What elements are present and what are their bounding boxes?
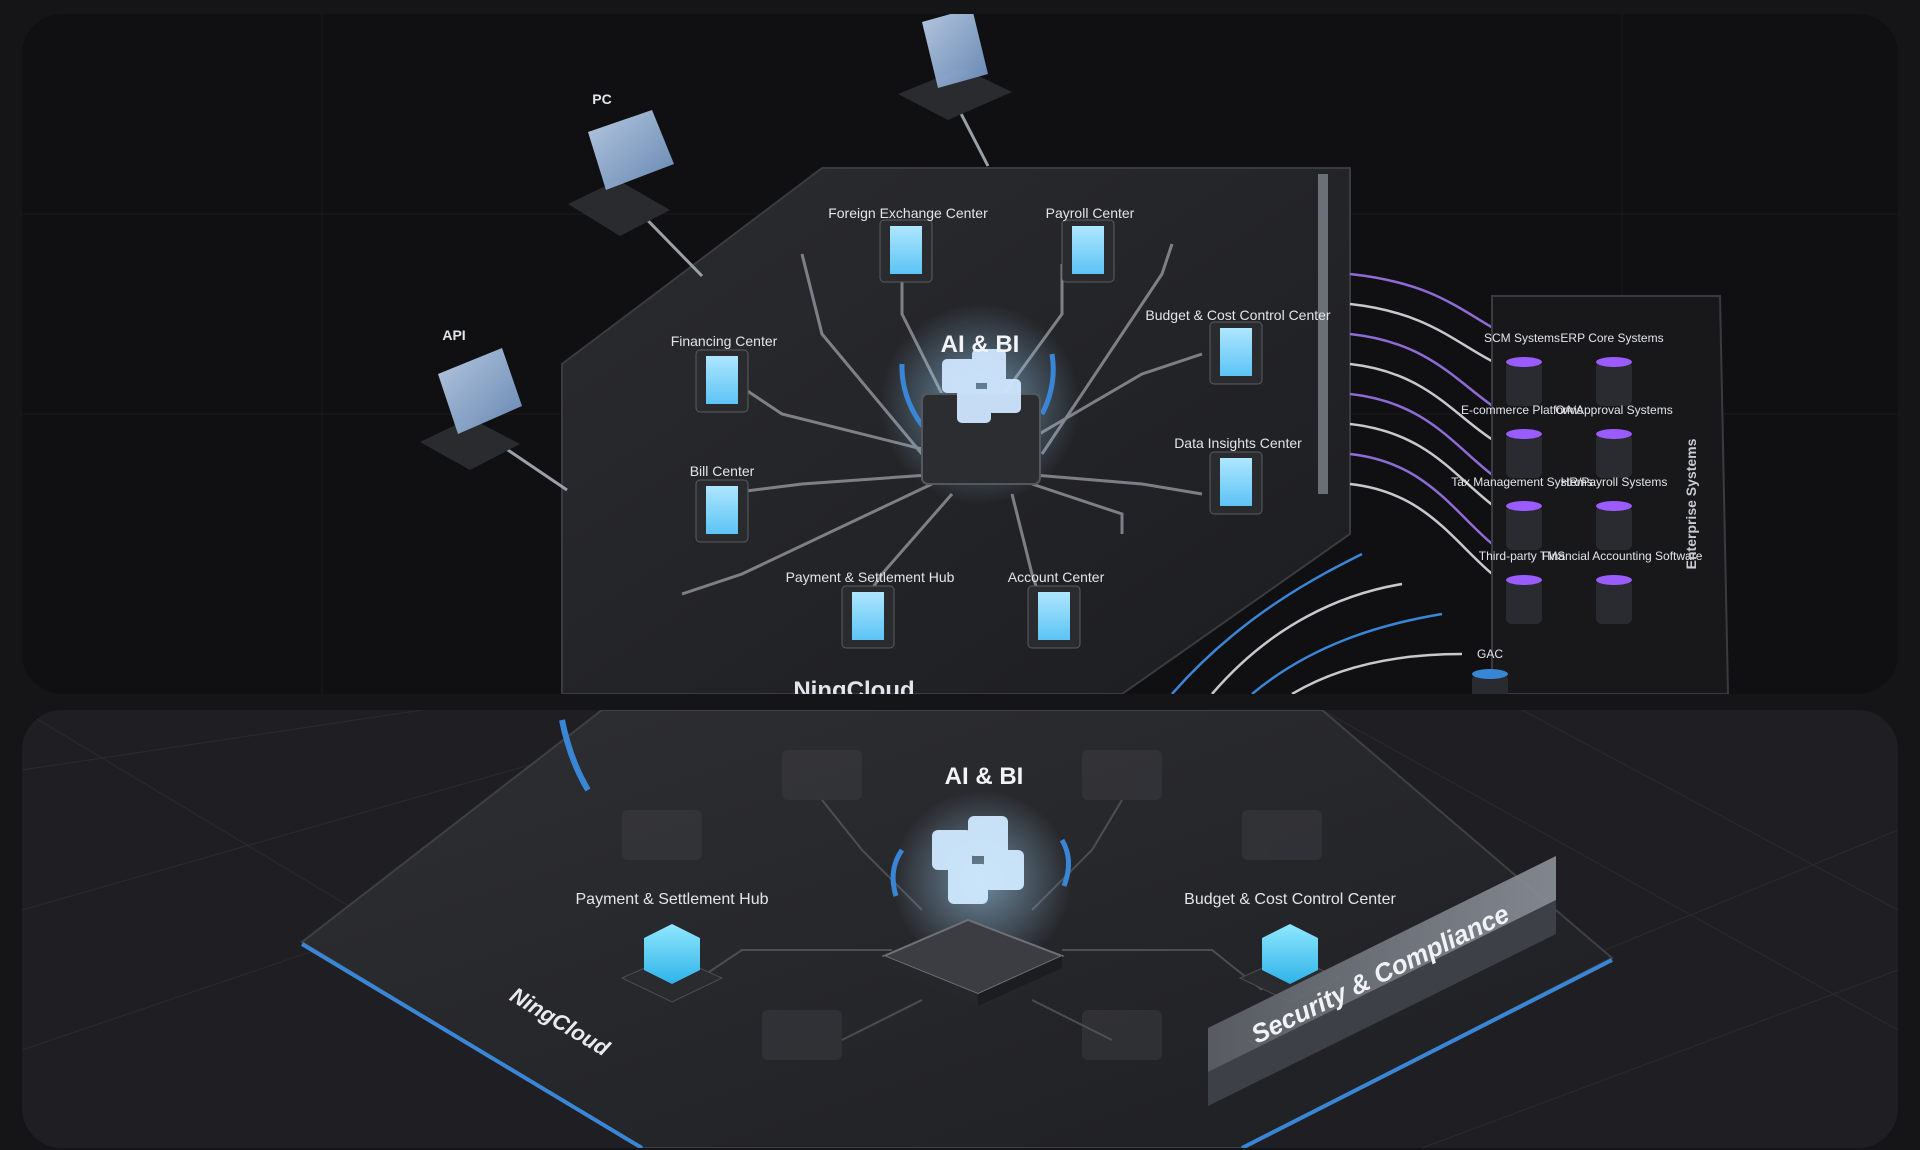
enterprise-systems-panel — [1491, 295, 1730, 694]
top-brand-label: NingCloud — [793, 677, 914, 694]
central-ai-chip — [880, 304, 1080, 504]
label-financial-accounting-software: Financial Accounting Software — [1542, 549, 1703, 563]
central-ai-chip — [881, 790, 1072, 1006]
label-payment-settlement-hub: Payment & Settlement Hub — [786, 569, 955, 585]
enterprise-systems-title: Enterprise Systems — [1683, 438, 1699, 569]
label-payroll-center: Payroll Center — [1046, 205, 1135, 221]
bottom-ai-bi-title: AI & BI — [945, 763, 1024, 790]
label-gac: GAC — [1477, 647, 1503, 661]
enterprise-cylinders — [1472, 357, 1632, 694]
label-oa-approval-systems: OA/Approval Systems — [1555, 403, 1672, 417]
label-payment-settlement-hub: Payment & Settlement Hub — [576, 891, 769, 908]
label-tax-management-systems: Tax Management Systems — [1451, 475, 1592, 489]
payment-settlement-module — [620, 924, 724, 1003]
module-payment-settlement — [841, 585, 895, 649]
label-hr-payroll-systems: HR/Payroll Systems — [1561, 475, 1668, 489]
module-budget-cost — [1209, 321, 1263, 385]
api-device-icon — [420, 348, 522, 470]
label-foreign-exchange-center: Foreign Exchange Center — [828, 205, 988, 221]
module-foreign-exchange — [879, 219, 933, 283]
module-payroll — [1061, 219, 1115, 283]
label-ecommerce-platforms: E-commerce Platforms — [1461, 403, 1583, 417]
module-bill — [695, 479, 749, 543]
module-financing — [695, 349, 749, 413]
budget-cost-module — [1238, 924, 1342, 1003]
label-budget-cost-control-center: Budget & Cost Control Center — [1184, 891, 1396, 908]
security-compliance-plaque — [1208, 856, 1556, 1106]
label-erp-core-systems: ERP Core Systems — [1560, 331, 1663, 345]
mobile-device-icon — [898, 14, 1012, 120]
top-ai-bi-title: AI & BI — [941, 331, 1020, 358]
label-scm-systems: SCM Systems — [1484, 331, 1560, 345]
label-data-insights-center: Data Insights Center — [1174, 435, 1302, 451]
label-bill-center: Bill Center — [690, 463, 755, 479]
label-account-center: Account Center — [1008, 569, 1105, 585]
module-data-insights — [1209, 451, 1263, 515]
label-pc: PC — [592, 91, 611, 107]
connection-waves — [1171, 272, 1523, 694]
label-third-party-tms: Third-party TMS — [1479, 549, 1565, 563]
top-architecture-view: AI & BI Foreign Exchange Center Payroll … — [22, 14, 1898, 694]
bottom-platform-view: AI & BI Payment & Settlement Hub Budget … — [22, 710, 1898, 1148]
label-budget-cost-control-center: Budget & Cost Control Center — [1145, 307, 1331, 323]
module-account — [1027, 585, 1081, 649]
glass-divider — [1318, 174, 1328, 494]
label-financing-center: Financing Center — [671, 333, 778, 349]
label-api: API — [442, 327, 465, 343]
pc-device-icon — [568, 110, 674, 236]
